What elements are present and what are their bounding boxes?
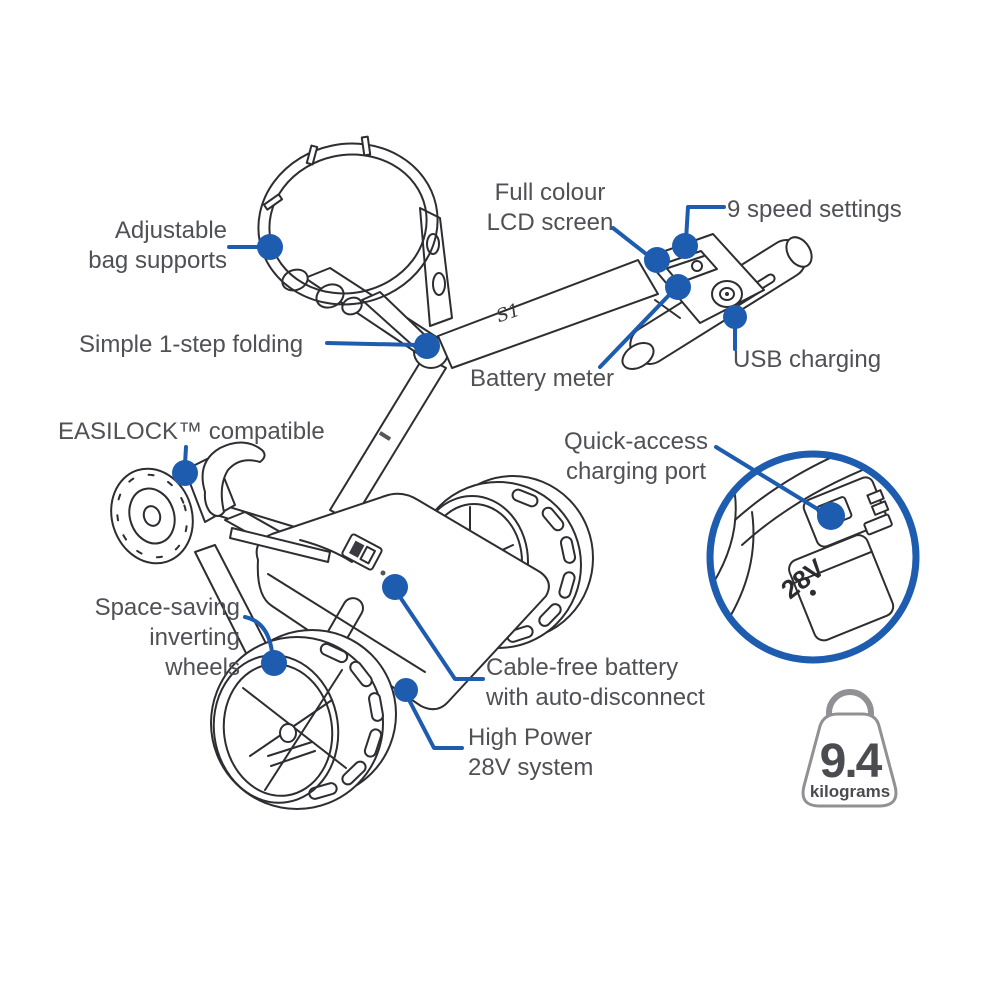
- charging-port-inset: 28V: [706, 450, 920, 664]
- weight-unit: kilograms: [810, 782, 890, 801]
- weight-badge: 9.4 kilograms: [801, 689, 898, 808]
- bag-support-ring: [257, 135, 453, 356]
- callout-dot-usb-charging: [723, 305, 747, 329]
- callout-label-high-power: High Power 28V system: [468, 724, 594, 781]
- battery-meter-display: [341, 533, 383, 571]
- callout-label-easilock: EASILOCK™ compatible: [58, 418, 325, 445]
- callout-line-folding: [325, 341, 420, 347]
- callout-dot-charging-port: [817, 502, 845, 530]
- handle-console: [644, 233, 765, 324]
- callout-line-lcd-screen: [611, 226, 652, 259]
- callout-line-battery-meter: [598, 289, 675, 369]
- callout-label-speed-settings: 9 speed settings: [727, 196, 902, 223]
- left-wheel-treads: [308, 642, 384, 800]
- callout-line-speed-settings: [684, 205, 726, 242]
- callout-dot-inverting-wheels: [261, 650, 287, 676]
- easilock-lever: [201, 441, 266, 517]
- callout-dot-high-power: [394, 678, 418, 702]
- callout-dot-folding: [414, 333, 440, 359]
- callout-line-high-power: [405, 694, 464, 750]
- weight-value: 9.4: [820, 735, 883, 788]
- handle-assembly: [621, 233, 813, 370]
- callout-line-cable-free-battery: [396, 592, 485, 681]
- callout-label-bag-supports: Adjustable bag supports: [88, 217, 227, 274]
- callout-label-cable-free-battery: Cable-free battery with auto-disconnect: [486, 654, 705, 711]
- callout-label-folding: Simple 1-step folding: [79, 331, 304, 358]
- callout-dot-bag-supports: [257, 234, 283, 260]
- callout-dot-lcd-screen: [644, 247, 670, 273]
- callout-dot-easilock: [172, 460, 198, 486]
- callout-dot-speed-settings: [672, 233, 698, 259]
- callout-line-inverting-wheels: [243, 615, 274, 654]
- callout-line-charging-port: [714, 445, 826, 515]
- left-wheel: [210, 629, 397, 810]
- callout-label-inverting-wheels: Space-saving inverting wheels: [94, 594, 240, 681]
- front-wheel-cluster: [110, 441, 331, 565]
- callout-label-lcd-screen: Full colour LCD screen: [486, 179, 614, 236]
- callout-lines: [183, 205, 826, 750]
- right-wheel-treads: [506, 488, 577, 643]
- callout-dot-cable-free-battery: [382, 574, 408, 600]
- callout-label-usb-charging: USB charging: [733, 346, 882, 373]
- callout-label-battery-meter: Battery meter: [470, 365, 615, 392]
- callout-dot-battery-meter: [665, 274, 691, 300]
- callout-dots: [172, 233, 845, 702]
- inset-battery: [788, 534, 895, 642]
- callout-label-charging-port: Quick-access charging port: [563, 428, 709, 485]
